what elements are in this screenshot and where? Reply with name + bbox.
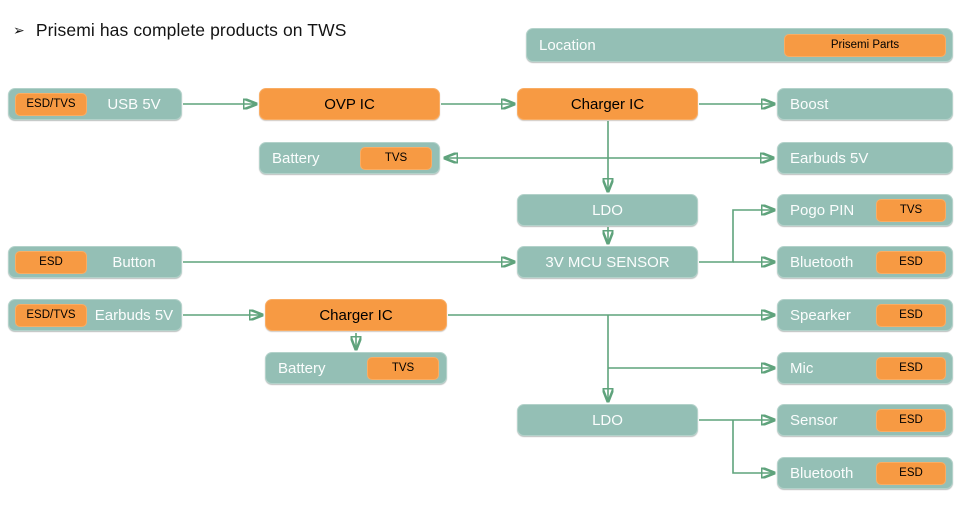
node-bluetooth-1-label: Bluetooth	[790, 253, 854, 271]
node-ovp-ic: OVP IC	[259, 88, 440, 120]
badge-esd: ESD	[876, 408, 946, 432]
node-usb-5v-label: USB 5V	[107, 95, 161, 113]
node-charger-ic-1-label: Charger IC	[570, 95, 645, 113]
node-spearker: Spearker ESD	[777, 299, 953, 331]
badge-tvs: TVS	[360, 146, 432, 170]
badge-tvs: TVS	[876, 198, 946, 222]
badge-esd-tvs: ESD/TVS	[15, 303, 87, 327]
slide-title-text: Prisemi has complete products on TWS	[35, 20, 347, 40]
node-usb-5v: ESD/TVS USB 5V	[8, 88, 182, 120]
node-ldo-2: LDO	[517, 404, 698, 436]
slide-title: ➢ Prisemi has complete products on TWS	[13, 20, 346, 41]
badge-esd: ESD	[876, 250, 946, 274]
node-charger-ic-2: Charger IC	[265, 299, 447, 331]
node-boost: Boost	[777, 88, 953, 120]
node-pogo-pin-label: Pogo PIN	[790, 201, 855, 219]
node-3v-mcu-sensor-label: 3V MCU SENSOR	[545, 253, 670, 271]
node-button-label: Button	[112, 253, 156, 271]
badge-esd: ESD	[876, 461, 946, 485]
node-bluetooth-2: Bluetooth ESD	[777, 457, 953, 489]
node-mic: Mic ESD	[777, 352, 953, 384]
node-boost-label: Boost	[790, 95, 829, 113]
node-sensor: Sensor ESD	[777, 404, 953, 436]
node-earbuds-5v-left: ESD/TVS Earbuds 5V	[8, 299, 182, 331]
arrow-bullet-icon: ➢	[13, 22, 25, 38]
node-spearker-label: Spearker	[790, 306, 851, 324]
node-bluetooth-1: Bluetooth ESD	[777, 246, 953, 278]
node-ldo-1-label: LDO	[592, 201, 623, 219]
badge-esd: ESD	[876, 303, 946, 327]
node-3v-mcu-sensor: 3V MCU SENSOR	[517, 246, 698, 278]
node-battery-1-label: Battery	[272, 149, 320, 167]
node-sensor-label: Sensor	[790, 411, 838, 429]
node-charger-ic-2-label: Charger IC	[319, 306, 393, 324]
node-earbuds-5v-right-label: Earbuds 5V	[790, 149, 869, 167]
badge-esd: ESD	[876, 356, 946, 380]
node-ldo-1: LDO	[517, 194, 698, 226]
badge-esd-tvs: ESD/TVS	[15, 92, 87, 116]
node-earbuds-5v-left-label: Earbuds 5V	[94, 306, 174, 324]
node-battery-2: Battery TVS	[265, 352, 447, 384]
legend-location-label: Location	[539, 36, 596, 54]
node-bluetooth-2-label: Bluetooth	[790, 464, 854, 482]
badge-tvs: TVS	[367, 356, 439, 380]
node-ldo-2-label: LDO	[592, 411, 623, 429]
node-charger-ic-1: Charger IC	[517, 88, 698, 120]
badge-esd: ESD	[15, 250, 87, 274]
node-battery-1: Battery TVS	[259, 142, 440, 174]
node-button: ESD Button	[8, 246, 182, 278]
node-mic-label: Mic	[790, 359, 814, 377]
node-ovp-ic-label: OVP IC	[324, 95, 375, 113]
legend-prisemi-parts-badge: Prisemi Parts	[784, 33, 946, 57]
node-earbuds-5v-right: Earbuds 5V	[777, 142, 953, 174]
node-pogo-pin: Pogo PIN TVS	[777, 194, 953, 226]
legend-location: Location Prisemi Parts	[526, 28, 953, 62]
node-battery-2-label: Battery	[278, 359, 326, 377]
